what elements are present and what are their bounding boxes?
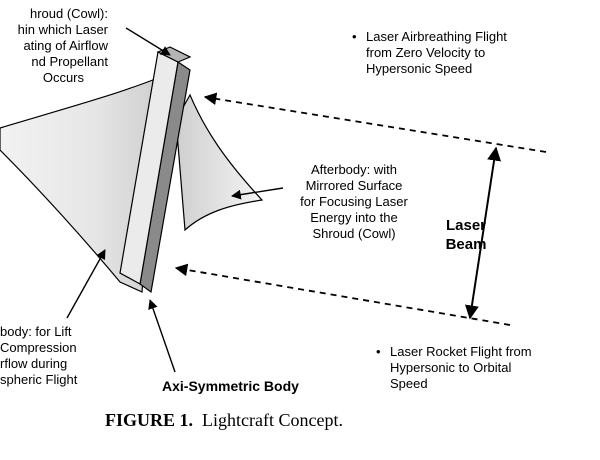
airbreathing-text: Laser Airbreathing Flight from Zero Velo… xyxy=(366,29,507,77)
shroud-label-line-2: hin which Laser xyxy=(17,22,108,37)
airbreathing-line-2: from Zero Velocity to xyxy=(366,45,486,60)
afterbody-label: Afterbody: with Mirrored Surface for Foc… xyxy=(288,162,420,242)
forebody-label-line-2: Compression xyxy=(0,340,77,355)
rocket-line-3: Speed xyxy=(390,376,428,391)
afterbody-label-line-3: for Focusing Laser xyxy=(300,194,408,209)
beam-upper-line xyxy=(203,92,547,153)
forebody-label-line-4: spheric Flight xyxy=(0,372,78,387)
afterbody-shape xyxy=(175,93,264,232)
bullet-marker: • xyxy=(376,344,381,359)
afterbody-label-line-1: Afterbody: with xyxy=(311,162,397,177)
forebody-label-line-3: rflow during xyxy=(0,356,68,371)
forebody-label: body: for Lift Compression rflow during … xyxy=(0,324,120,388)
axi-symmetric-body-label: Axi-Symmetric Body xyxy=(162,378,299,394)
forebody-leader xyxy=(66,249,106,319)
axi-body-leader xyxy=(148,299,176,373)
shroud-label-line-1: hroud (Cowl): xyxy=(29,6,108,21)
figure-title: Lightcraft Concept. xyxy=(202,410,343,430)
airbreathing-line-1: Laser Airbreathing Flight xyxy=(366,29,507,44)
rocket-text: Laser Rocket Flight from Hypersonic to O… xyxy=(390,344,532,392)
shroud-label-line-4: nd Propellant xyxy=(31,54,108,69)
beam-width-arrow xyxy=(464,146,502,320)
afterbody-leader xyxy=(231,187,284,200)
rocket-bullet: • Laser Rocket Flight from Hypersonic to… xyxy=(376,344,576,394)
forebody-shape xyxy=(0,77,159,293)
forebody-label-line-1: body: for Lift xyxy=(0,324,72,339)
shroud-label-line-5: Occurs xyxy=(42,70,84,85)
afterbody-label-line-4: Energy into the xyxy=(310,210,398,225)
laser-beam-line-1: Laser xyxy=(445,217,487,234)
shroud-label: hroud (Cowl): hin which Laser ating of A… xyxy=(0,6,108,86)
laser-beam-line-2: Beam xyxy=(445,236,487,253)
figure-number: FIGURE 1. xyxy=(105,410,194,430)
bullet-marker: • xyxy=(352,29,357,44)
shroud-leader xyxy=(125,27,171,56)
afterbody-label-line-2: Mirrored Surface xyxy=(305,178,403,193)
laser-beam-label: Laser Beam xyxy=(436,216,496,254)
rocket-line-1: Laser Rocket Flight from xyxy=(390,344,532,359)
airbreathing-bullet: • Laser Airbreathing Flight from Zero Ve… xyxy=(352,29,552,79)
rocket-line-2: Hypersonic to Orbital xyxy=(390,360,512,375)
afterbody-label-line-5: Shroud (Cowl) xyxy=(312,226,396,241)
beam-lower-line xyxy=(174,263,511,326)
shroud-label-line-3: ating of Airflow xyxy=(23,38,108,53)
figure-caption: FIGURE 1. Lightcraft Concept. xyxy=(105,410,525,431)
airbreathing-line-3: Hypersonic Speed xyxy=(366,61,473,76)
